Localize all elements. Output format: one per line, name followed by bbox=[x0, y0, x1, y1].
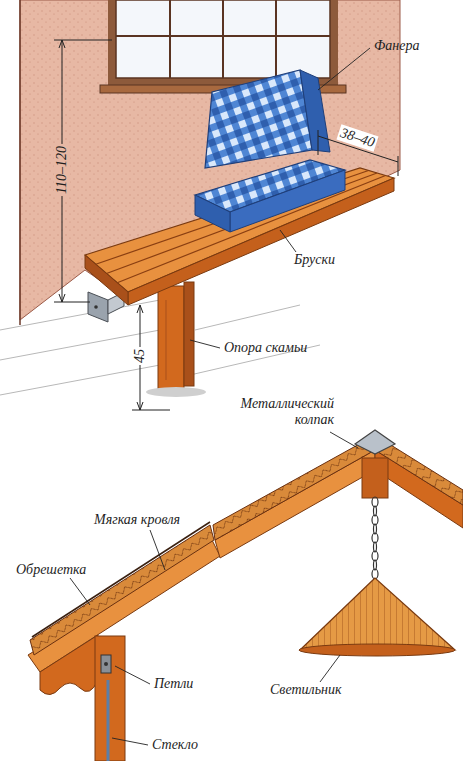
window bbox=[169, 0, 171, 78]
leader-lines bbox=[190, 48, 370, 348]
roof-right bbox=[213, 430, 463, 656]
dimension-lines bbox=[54, 302, 90, 303]
part-label: 110–120 bbox=[54, 144, 70, 196]
wall-bracket bbox=[88, 292, 108, 322]
cushion bbox=[195, 70, 345, 232]
roof-left bbox=[40, 635, 98, 695]
roof-left bbox=[107, 680, 110, 761]
part-label: Металлический колпак bbox=[232, 396, 336, 428]
dimension-lines bbox=[54, 40, 112, 41]
leader-lines bbox=[70, 432, 358, 745]
part-label: Петли bbox=[152, 676, 195, 692]
bench-support bbox=[158, 286, 184, 390]
part-label: Бруски bbox=[292, 252, 337, 268]
part-label: Обрешетка bbox=[14, 562, 88, 578]
leader-lines bbox=[280, 230, 296, 252]
bench-support bbox=[146, 282, 206, 397]
leader-lines bbox=[150, 530, 165, 570]
leader-lines bbox=[320, 655, 340, 682]
leader-lines bbox=[318, 48, 370, 90]
roof-right bbox=[355, 430, 395, 454]
floor bbox=[0, 300, 160, 330]
part-label: Фанера bbox=[372, 38, 421, 54]
roof-left bbox=[32, 522, 210, 637]
roof-right bbox=[213, 437, 375, 540]
roof-left bbox=[104, 662, 108, 666]
leader-lines bbox=[330, 432, 358, 448]
bench-support bbox=[184, 282, 194, 386]
roof-right bbox=[215, 450, 375, 558]
window bbox=[116, 35, 330, 37]
window bbox=[275, 0, 277, 78]
leader-lines bbox=[112, 738, 148, 745]
window bbox=[222, 0, 224, 78]
leader-lines bbox=[70, 578, 90, 605]
roof-right bbox=[299, 644, 455, 656]
cushion bbox=[195, 195, 230, 232]
floor bbox=[0, 365, 160, 395]
bench-seat bbox=[85, 255, 128, 305]
leader-lines bbox=[190, 340, 220, 348]
leader-lines bbox=[115, 666, 150, 684]
roof-left bbox=[95, 636, 125, 761]
part-label: Опора скамьи bbox=[222, 340, 309, 356]
wall bbox=[20, 0, 400, 325]
cushion bbox=[300, 70, 330, 152]
roof-right bbox=[362, 458, 388, 498]
bench-support bbox=[166, 300, 167, 380]
wall-bracket bbox=[94, 305, 98, 309]
bench-support bbox=[146, 387, 206, 397]
part-label: Светильник bbox=[268, 682, 344, 698]
floor bbox=[195, 305, 300, 330]
dimension-lines bbox=[318, 130, 319, 155]
dimension-lines bbox=[54, 40, 398, 410]
roof-right bbox=[372, 497, 378, 580]
roof-left bbox=[101, 655, 111, 673]
roof-right bbox=[300, 578, 455, 650]
wall bbox=[20, 0, 400, 320]
cushion bbox=[205, 70, 312, 168]
cushion bbox=[230, 170, 345, 232]
part-label: 45 bbox=[132, 347, 148, 365]
part-label: Мягкая кровля bbox=[92, 512, 182, 528]
window bbox=[116, 0, 330, 78]
part-label: Стекло bbox=[150, 737, 200, 753]
dimension-lines bbox=[398, 156, 399, 176]
dimension-lines bbox=[132, 410, 170, 411]
roof-left bbox=[28, 522, 220, 761]
wall bbox=[19, 0, 21, 325]
